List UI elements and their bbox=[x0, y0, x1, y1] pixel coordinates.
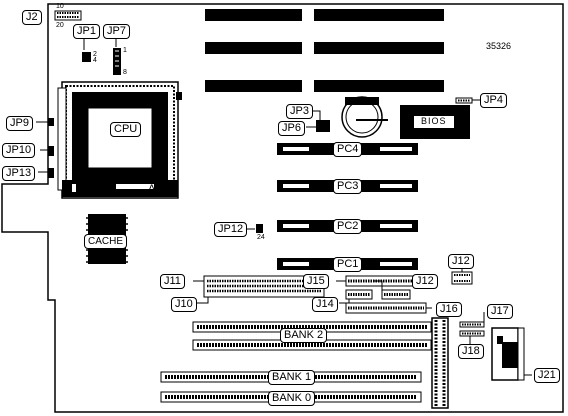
jp12-header bbox=[256, 224, 263, 233]
bios-label: BIOS bbox=[421, 116, 447, 126]
pci-slots bbox=[277, 143, 418, 270]
amp-label: AMP bbox=[148, 183, 172, 195]
jp9-jp10-jp13-pins bbox=[48, 118, 54, 178]
jp12-pins: 24 bbox=[257, 234, 265, 241]
board-outline bbox=[1, 3, 564, 413]
expansion-slots-top bbox=[205, 9, 444, 92]
leader-lines bbox=[36, 33, 532, 376]
j12-top-header bbox=[451, 271, 473, 285]
j2-connector bbox=[54, 10, 82, 21]
jp7-pin-b: 8 bbox=[123, 69, 127, 76]
jp1-header bbox=[82, 52, 91, 62]
power-connector bbox=[431, 317, 449, 409]
j16-label: J16 bbox=[436, 302, 462, 317]
jp4-header bbox=[455, 97, 473, 104]
jp13-label: JP13 bbox=[2, 166, 36, 181]
cpu-label: CPU bbox=[110, 122, 142, 137]
battery bbox=[341, 96, 388, 138]
jp7-header bbox=[113, 48, 121, 75]
j10-label: J10 bbox=[171, 297, 197, 312]
j15-label: J15 bbox=[303, 274, 329, 289]
bank2-label: BANK 2 bbox=[280, 328, 328, 343]
j17-label: J17 bbox=[487, 304, 513, 319]
jp6-label: JP6 bbox=[278, 121, 305, 136]
jp7-pin-a: 1 bbox=[123, 47, 127, 54]
jp3-jp6-header bbox=[316, 120, 330, 132]
jp1-pin-b: 4 bbox=[93, 57, 97, 64]
j12-label: J12 bbox=[412, 274, 438, 289]
j21-connector bbox=[491, 327, 525, 381]
cpu-socket bbox=[57, 81, 182, 199]
pc2-label: PC2 bbox=[333, 219, 363, 234]
pc3-label: PC3 bbox=[333, 179, 363, 194]
jp1-label: JP1 bbox=[73, 24, 100, 39]
j2-pin-top: 10 bbox=[56, 3, 64, 10]
pc4-label: PC4 bbox=[333, 142, 363, 157]
j21-label: J21 bbox=[534, 368, 560, 383]
j14-label: J14 bbox=[312, 297, 338, 312]
bank0-label: BANK 0 bbox=[268, 391, 316, 406]
j18-label: J18 bbox=[458, 344, 484, 359]
jp7-label: JP7 bbox=[103, 24, 130, 39]
j2-pin-bottom: 20 bbox=[56, 22, 64, 29]
jp1-pin-a: 2 bbox=[93, 51, 97, 58]
jp9-label: JP9 bbox=[6, 116, 33, 131]
cache-label: CACHE bbox=[84, 234, 128, 249]
j11-label: J11 bbox=[160, 274, 185, 289]
jp3-label: JP3 bbox=[286, 104, 313, 119]
ide-headers-j10-j11 bbox=[203, 275, 325, 298]
j2-label: J2 bbox=[22, 10, 42, 25]
jp12-label: JP12 bbox=[214, 222, 248, 237]
pc1-label: PC1 bbox=[333, 257, 363, 272]
board-id: 35326 bbox=[486, 41, 512, 51]
bank1-label: BANK 1 bbox=[268, 370, 316, 385]
j17-j18-pins bbox=[459, 321, 485, 337]
j12-top-label: J12 bbox=[448, 254, 474, 269]
jp10-label: JP10 bbox=[2, 143, 36, 158]
jp4-label: JP4 bbox=[480, 93, 507, 108]
